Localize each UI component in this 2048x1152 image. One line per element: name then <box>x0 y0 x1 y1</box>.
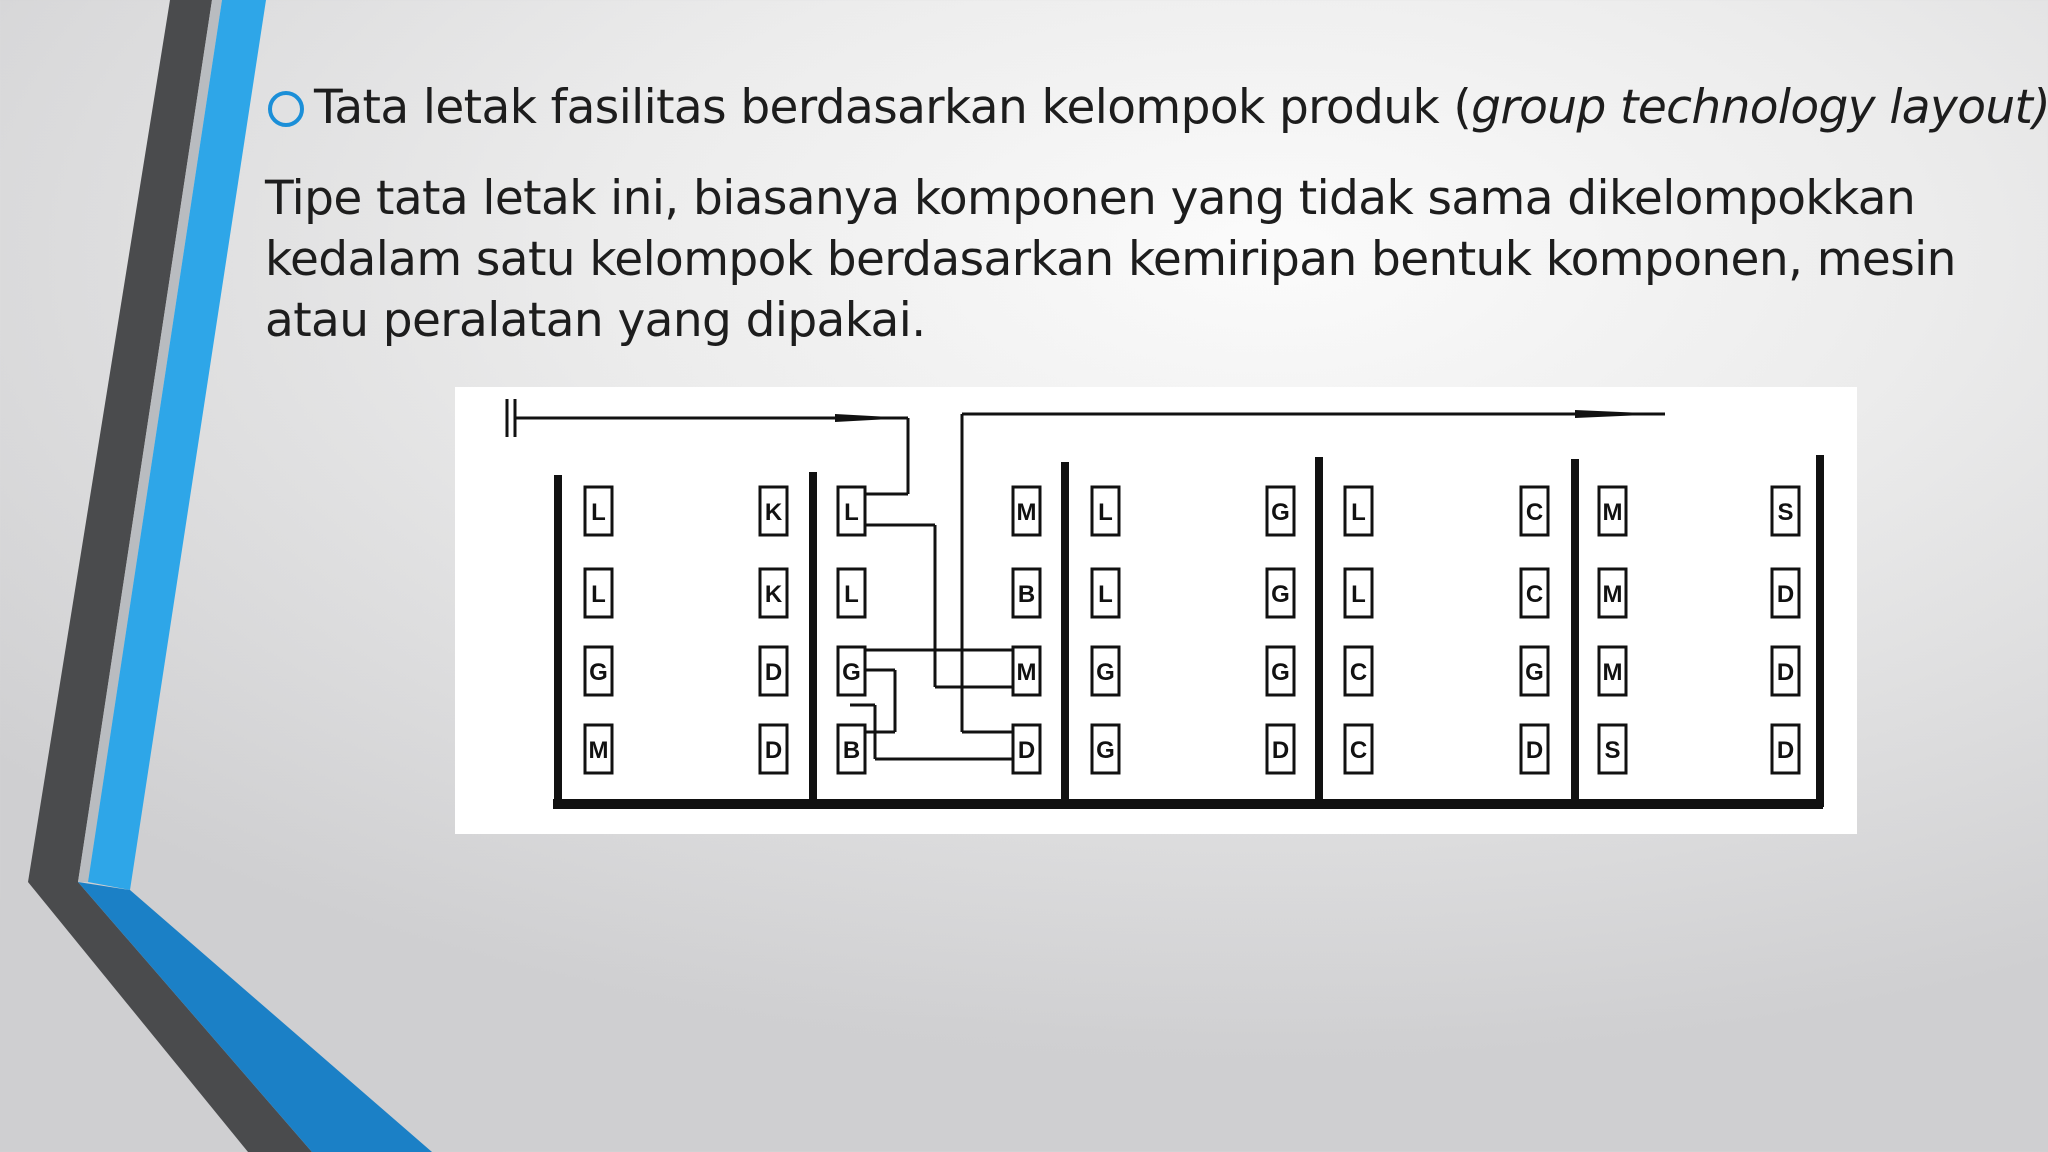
machine-box <box>1519 567 1550 619</box>
machine-label: G <box>842 659 861 686</box>
machine-box <box>836 485 867 537</box>
machine-label: G <box>1271 499 1290 526</box>
machine-label: L <box>1098 499 1113 526</box>
machine-label: M <box>589 737 609 764</box>
machine-box <box>836 645 867 697</box>
machine-box <box>1597 645 1628 697</box>
machine-label: G <box>1525 659 1544 686</box>
machine-box <box>1519 485 1550 537</box>
machine-box <box>583 567 614 619</box>
machine-box <box>1265 485 1296 537</box>
flow-arrowhead <box>835 414 908 422</box>
machine-label: M <box>1603 659 1623 686</box>
machine-label: L <box>844 581 859 608</box>
machine-box <box>583 723 614 775</box>
machine-label: G <box>1096 737 1115 764</box>
machine-box <box>1011 723 1042 775</box>
machine-label: L <box>591 581 606 608</box>
machine-label: C <box>1526 499 1543 526</box>
machine-box <box>1011 567 1042 619</box>
machine-label: G <box>1096 659 1115 686</box>
machine-box <box>758 645 789 697</box>
machine-box <box>1597 485 1628 537</box>
machine-label: G <box>589 659 608 686</box>
machine-label: D <box>1777 659 1794 686</box>
machine-box <box>1265 567 1296 619</box>
machine-label: C <box>1350 659 1367 686</box>
machine-box <box>1770 645 1801 697</box>
machine-box <box>1770 485 1801 537</box>
machine-label: D <box>1272 737 1289 764</box>
machine-label: M <box>1603 499 1623 526</box>
flow-arrowhead <box>1575 410 1665 418</box>
machine-label: D <box>1526 737 1543 764</box>
machine-box <box>1343 567 1374 619</box>
machine-label: K <box>765 581 783 608</box>
machine-label: B <box>1018 581 1035 608</box>
machine-box <box>583 645 614 697</box>
machine-label: G <box>1271 659 1290 686</box>
blue-band-lower <box>78 882 432 1152</box>
diagram-canvas: L L G M K K D D L L G B M B M D L L G G G G G D L L C C C C G D M M M S S D D D <box>505 399 1824 809</box>
machine-box <box>758 567 789 619</box>
machine-label: B <box>843 737 860 764</box>
machine-box <box>1265 645 1296 697</box>
machine-label: L <box>1351 581 1366 608</box>
heading-text-plain: Tata letak fasilitas berdasarkan kelompo… <box>314 80 1472 135</box>
machine-box <box>758 485 789 537</box>
machine-label: S <box>1604 737 1620 764</box>
machine-box <box>758 723 789 775</box>
machine-label: K <box>765 499 783 526</box>
machine-label: M <box>1017 659 1037 686</box>
machine-label: M <box>1603 581 1623 608</box>
machine-box <box>1090 567 1121 619</box>
machine-box <box>1090 485 1121 537</box>
group-technology-diagram: L L G M K K D D L L G B M B M D L L G G G G G D L L C C C C G D M M M S S D D D <box>455 387 1857 834</box>
machine-label: D <box>765 737 782 764</box>
machine-box <box>1519 723 1550 775</box>
slide-heading: Tata letak fasilitas berdasarkan kelompo… <box>268 80 2048 135</box>
machine-box <box>1343 723 1374 775</box>
machine-label: L <box>844 499 859 526</box>
machine-label: L <box>591 499 606 526</box>
machine-box <box>1597 567 1628 619</box>
machine-box <box>1770 567 1801 619</box>
machine-box <box>1343 645 1374 697</box>
light-gray-edge <box>78 0 222 882</box>
machine-box <box>583 485 614 537</box>
machine-label: S <box>1777 499 1793 526</box>
slide-body-text: Tipe tata letak ini, biasanya komponen y… <box>265 171 1956 348</box>
machine-box <box>1597 723 1628 775</box>
machine-label: D <box>1777 737 1794 764</box>
machine-box <box>836 567 867 619</box>
machine-box <box>1265 723 1296 775</box>
dark-gray-band-upper <box>28 0 212 882</box>
machine-label: C <box>1350 737 1367 764</box>
machine-box <box>836 723 867 775</box>
machine-box <box>1011 645 1042 697</box>
machine-label: D <box>1018 737 1035 764</box>
machine-box <box>1343 485 1374 537</box>
machine-label: C <box>1526 581 1543 608</box>
machine-label: M <box>1017 499 1037 526</box>
machine-box <box>1090 645 1121 697</box>
machine-label: D <box>765 659 782 686</box>
machine-box <box>1090 723 1121 775</box>
machine-label: L <box>1351 499 1366 526</box>
blue-band-upper <box>88 0 266 890</box>
heading-text-italic: group technology layout) <box>1471 80 2048 135</box>
machine-label: D <box>1777 581 1794 608</box>
bullet-ring-icon <box>268 90 304 127</box>
machine-box <box>1770 723 1801 775</box>
machine-label: L <box>1098 581 1113 608</box>
machine-label: G <box>1271 581 1290 608</box>
dark-gray-band-lower <box>28 882 312 1152</box>
machine-box <box>1519 645 1550 697</box>
machine-box <box>1011 485 1042 537</box>
